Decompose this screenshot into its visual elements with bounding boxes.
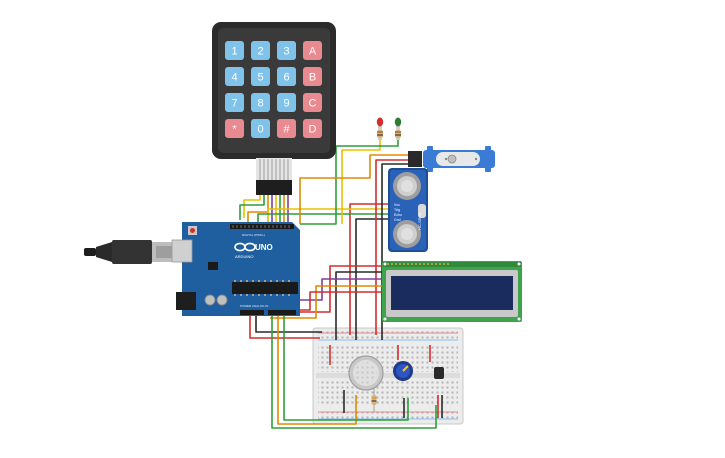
us-pin-echo: Echo (394, 213, 402, 217)
keypad-key-label: 3 (283, 46, 289, 58)
keypad-key-label: 5 (257, 72, 263, 84)
servo-motor (408, 146, 495, 172)
keypad-key-label: 2 (257, 46, 263, 58)
keypad-key[interactable] (225, 67, 244, 86)
us-model-label: HC-SR04 (417, 212, 422, 230)
us-pin-trig: Trig (394, 208, 400, 212)
wire-servo-signal (299, 154, 410, 224)
arduino-power-label: POWER ANALOG IN (240, 304, 268, 308)
potentiometer (393, 361, 413, 381)
keypad-key-label: 0 (257, 124, 263, 136)
keypad-key-label: B (309, 72, 316, 84)
wire-us-trig (267, 208, 388, 224)
wire-keypad-1 (243, 195, 261, 218)
wire-arduino-5v (249, 316, 320, 339)
arduino-digital-label: DIGITAL (PWM~) (242, 233, 265, 237)
wire-analog-2 (277, 316, 357, 425)
wire-lcd-3 (298, 278, 384, 301)
keypad-key[interactable] (225, 41, 244, 60)
keypad-key[interactable] (277, 41, 296, 60)
keypad-4x4: 1 2 3 A 4 5 6 B 7 8 9 C * 0 # D (212, 22, 336, 195)
ultrasonic-sensor: Vcc Trig Echo Gnd HC-SR04 (388, 168, 428, 252)
wires (239, 140, 443, 429)
wire-analog-1 (271, 316, 437, 429)
keypad-key-label: A (309, 46, 317, 58)
keypad-key[interactable] (303, 67, 322, 86)
keypad-key[interactable] (303, 41, 322, 60)
keypad-key[interactable] (277, 93, 296, 112)
breadboard (312, 327, 464, 425)
keypad-key[interactable] (303, 119, 322, 138)
keypad-key[interactable] (251, 119, 270, 138)
resistor-breadboard (371, 388, 377, 412)
keypad-key-label: 8 (257, 98, 263, 110)
wire-lcd-1 (300, 265, 384, 313)
keypad-key[interactable] (251, 93, 270, 112)
keypad-key[interactable] (225, 93, 244, 112)
keypad-key[interactable] (251, 67, 270, 86)
keypad-key-label: 9 (283, 98, 289, 110)
wire-analog-3 (283, 316, 409, 421)
us-pin-gnd: Gnd (394, 218, 401, 222)
keypad-key[interactable] (251, 41, 270, 60)
keypad-key[interactable] (277, 67, 296, 86)
leds (376, 117, 402, 140)
temperature-sensor (434, 367, 444, 379)
wire-keypad-3 (247, 195, 269, 222)
wire-keypad-2 (239, 195, 265, 220)
wire-lcd-4 (270, 285, 384, 319)
keypad-key-label: 7 (231, 98, 237, 110)
gas-sensor (348, 355, 384, 391)
lcd-16x2 (382, 261, 522, 322)
keypad-key-label: C (309, 98, 317, 110)
arduino-logo (234, 242, 256, 252)
resistor-led-green (395, 130, 401, 138)
arduino-brand-label: ARDUINO (235, 254, 253, 259)
keypad-key-label: 1 (231, 46, 237, 58)
wire-arduino-gnd (255, 316, 322, 333)
wire-lcd-2 (335, 271, 384, 340)
resistor-led-red (377, 130, 383, 138)
wire-us-echo (257, 213, 388, 224)
us-pin-vcc: Vcc (394, 203, 400, 207)
keypad-key-label: D (309, 124, 317, 136)
usb-cable (84, 240, 180, 264)
keypad-key[interactable] (225, 119, 244, 138)
wire-us-gnd (355, 218, 388, 340)
keypad-key-label: 4 (231, 72, 237, 84)
keypad-key[interactable] (303, 93, 322, 112)
keypad-key-label: * (232, 124, 237, 136)
keypad-key[interactable] (277, 119, 296, 138)
arduino-uno: UNO ARDUINO DIGITAL (PWM~) POWER ANALOG … (171, 222, 300, 316)
keypad-key-label: # (283, 124, 290, 136)
arduino-model-label: UNO (255, 243, 273, 252)
keypad-key-label: 6 (283, 72, 289, 84)
wire-servo-power (375, 159, 410, 335)
wire-led-red (341, 140, 381, 224)
